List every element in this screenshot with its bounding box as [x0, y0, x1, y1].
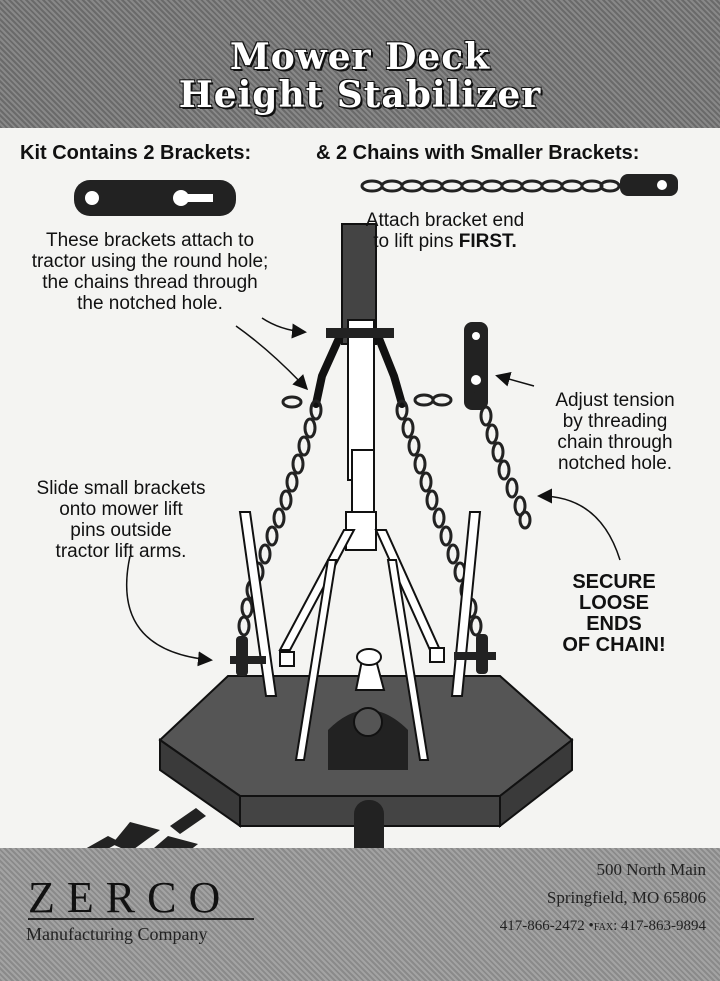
right-lift-pin	[429, 634, 496, 674]
address-line-1: 500 North Main	[596, 860, 706, 879]
note-brackets-attach: These brackets attach to tractor using t…	[0, 230, 300, 314]
header-banner	[0, 0, 720, 128]
fax-number: 417-863-9894	[621, 918, 706, 934]
note-secure-line-3: ENDS	[586, 613, 642, 635]
note-adjust-line-2: by threading	[562, 411, 668, 432]
note-adjust-line-3: chain through	[557, 432, 673, 453]
left-lift-pin	[230, 636, 295, 676]
note-slide-brackets: Slide small brackets onto mower lift pin…	[6, 478, 236, 562]
stabilizer-mast	[341, 223, 377, 551]
note-secure-line-4: OF CHAIN!	[562, 634, 666, 656]
lift-arms	[238, 511, 482, 761]
company-name: ZERCO	[28, 873, 233, 922]
callout-arrows	[125, 317, 621, 667]
contact-line: 417-866-2472 •FAX: 417-863-9894	[499, 918, 706, 934]
note-adjust-tension: Adjust tension by threading chain throug…	[530, 390, 700, 474]
title-line-2: Height Stabilizer	[178, 74, 542, 116]
note-adjust-line-4: notched hole.	[557, 453, 673, 474]
note-brackets-line-2: tractor using the round hole;	[31, 251, 269, 272]
note-brackets-line-1: These brackets attach to	[45, 230, 255, 251]
large-brackets	[312, 332, 406, 408]
fax-label: FAX	[593, 922, 614, 933]
brand-underline	[28, 918, 254, 920]
note-slide-line-4: tractor lift arms.	[55, 541, 187, 562]
note-secure-line-2: LOOSE	[578, 592, 649, 614]
footer-banner	[0, 848, 720, 981]
kit-chain	[360, 179, 621, 193]
address-line-2: Springfield, MO 65806	[546, 888, 706, 907]
company-subtitle: Manufacturing Company	[26, 924, 208, 944]
note-first: FIRST.	[458, 231, 517, 252]
note-brackets-line-4: the notched hole.	[77, 293, 223, 314]
kit-small-bracket	[620, 174, 678, 196]
note-secure-chain: SECURE LOOSE ENDS OF CHAIN!	[544, 572, 684, 656]
phone-number: 417-866-2472	[499, 918, 585, 934]
note-to-lift-pins: to lift pins	[373, 231, 454, 252]
note-slide-line-1: Slide small brackets	[36, 478, 206, 499]
note-attach-bracket: Attach bracket end	[365, 210, 525, 231]
side-links	[281, 393, 453, 409]
kit-brackets-label: Kit Contains 2 Brackets:	[20, 142, 252, 164]
note-slide-line-2: onto mower lift	[59, 499, 183, 520]
kit-chains-label: & 2 Chains with Smaller Brackets:	[316, 142, 640, 164]
left-chain	[237, 399, 323, 637]
note-slide-line-3: pins outside	[70, 520, 172, 541]
note-secure-line-1: SECURE	[572, 571, 656, 593]
note-brackets-line-3: the chains thread through	[42, 272, 258, 293]
top-pin	[326, 328, 394, 338]
title-line-1: Mower Deck	[229, 36, 491, 78]
note-adjust-line-1: Adjust tension	[555, 390, 675, 411]
tension-chain	[473, 387, 532, 530]
kit-bracket	[74, 180, 236, 216]
